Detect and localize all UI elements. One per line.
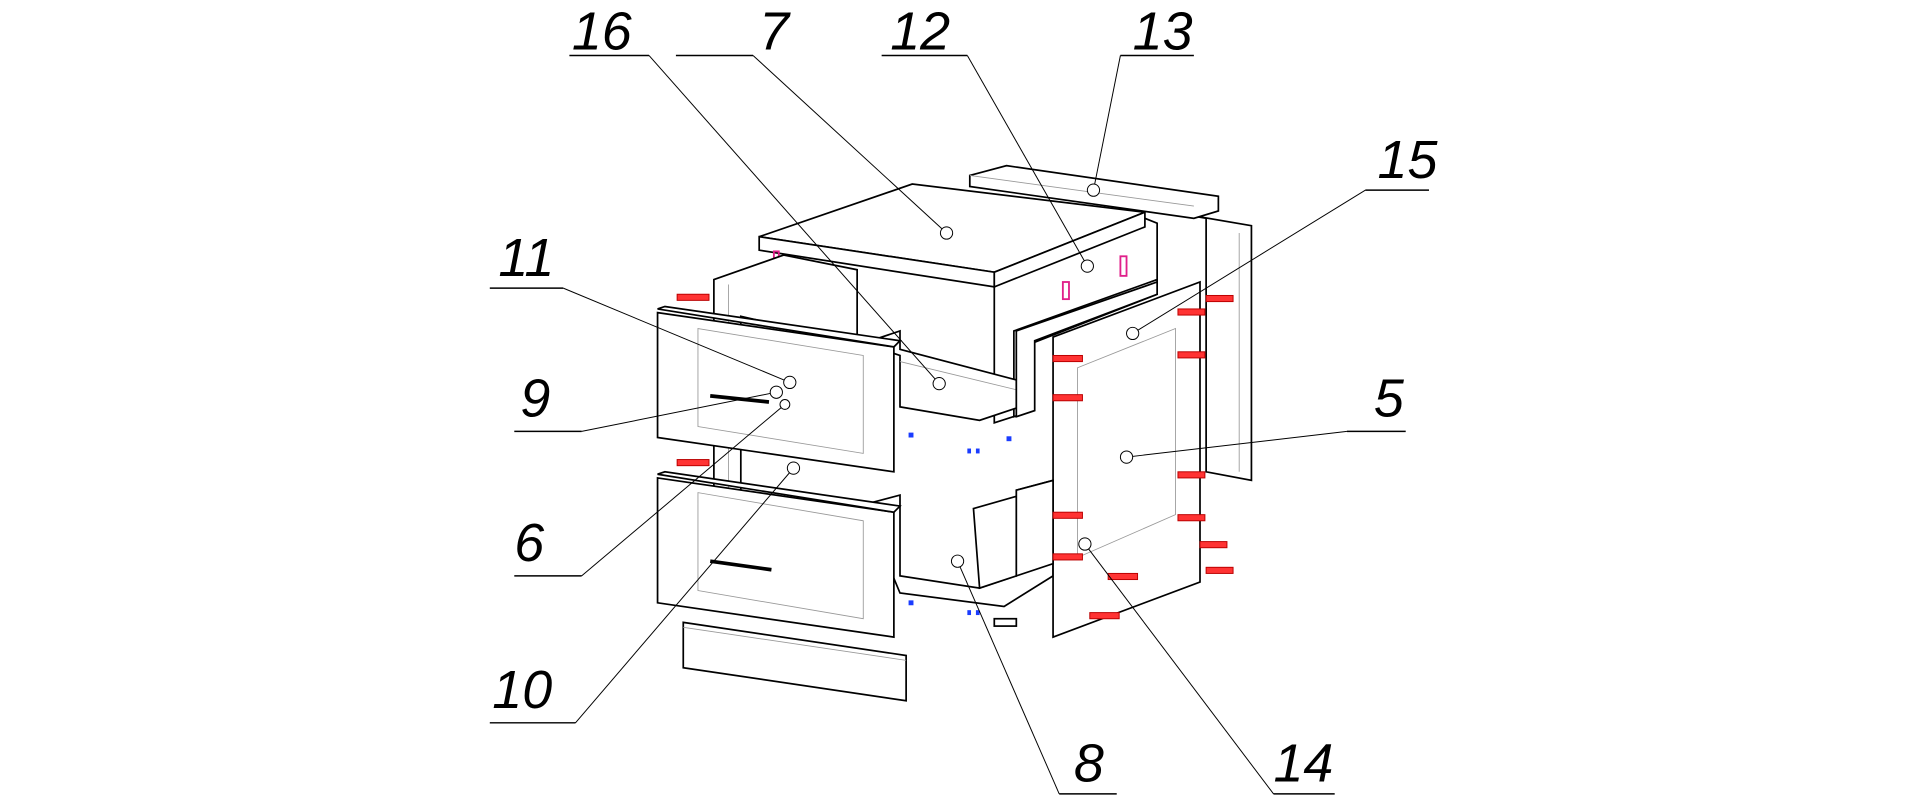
callout-15: 15: [1126, 130, 1439, 341]
top-panel-part-7: [758, 183, 1146, 289]
svg-text:13: 13: [1133, 1, 1193, 61]
callout-11: 11: [489, 228, 797, 390]
callout-16: 16: [569, 1, 946, 391]
svg-text:7: 7: [759, 1, 791, 61]
small-bracket: [993, 617, 1018, 627]
confirmat-screws: [676, 293, 1234, 620]
svg-text:10: 10: [492, 660, 552, 720]
callout-9: 9: [514, 369, 783, 433]
svg-text:5: 5: [1374, 369, 1405, 429]
right-side-panel-part-5: [1015, 280, 1201, 639]
svg-text:16: 16: [572, 1, 632, 61]
callout-8: 8: [950, 554, 1117, 795]
svg-text:6: 6: [514, 513, 544, 573]
callout-6: 6: [514, 399, 791, 577]
svg-text:8: 8: [1074, 734, 1104, 794]
callout-13: 13: [1086, 1, 1194, 197]
callout-5: 5: [1119, 369, 1406, 464]
svg-text:15: 15: [1378, 130, 1439, 190]
drawer-front-lower: [656, 470, 902, 639]
svg-text:12: 12: [890, 1, 950, 61]
blue-fittings: [908, 432, 1012, 616]
plinth-panel: [682, 621, 907, 702]
callout-12: 12: [881, 1, 1094, 273]
svg-text:14: 14: [1273, 734, 1333, 794]
callout-10: 10: [489, 461, 801, 724]
svg-text:9: 9: [520, 369, 550, 429]
callout-7: 7: [675, 1, 954, 240]
svg-text:11: 11: [498, 228, 554, 288]
callout-14: 14: [1078, 537, 1335, 795]
